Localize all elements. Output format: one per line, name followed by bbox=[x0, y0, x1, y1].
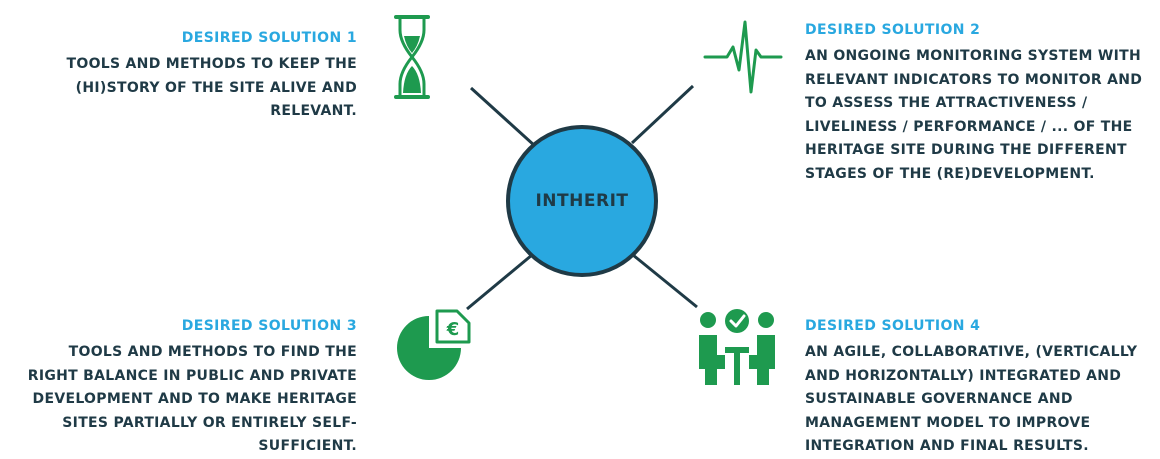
solution-3-text: TOOLS AND METHODS TO FIND THE RIGHT BALA… bbox=[0, 341, 357, 459]
solution-4-heading: DESIRED SOLUTION 4 bbox=[805, 318, 981, 334]
solution-1-line: RELEVANT. bbox=[270, 103, 357, 119]
solution-1-text: TOOLS AND METHODS TO KEEP THE (HI)STORY … bbox=[37, 53, 357, 124]
solution-2-line: AN ONGOING MONITORING SYSTEM WITH bbox=[805, 48, 1142, 64]
solution-3-block: DESIRED SOLUTION 3 TOOLS AND METHODS TO … bbox=[0, 317, 357, 459]
solution-4-line: INTEGRATION AND FINAL RESULTS. bbox=[805, 438, 1089, 454]
solution-1-line: (HI)STORY OF THE SITE ALIVE AND bbox=[75, 79, 357, 96]
solution-3-line: TOOLS AND METHODS TO FIND THE bbox=[68, 344, 357, 360]
solution-4-line: AND HORIZONTALLY) INTEGRATED AND bbox=[805, 367, 1122, 384]
svg-text:€: € bbox=[446, 319, 460, 340]
solution-2-block: DESIRED SOLUTION 2 AN ONGOING MONITORING… bbox=[805, 21, 1155, 186]
solution-2-line: HERITAGE SITE DURING THE DIFFERENT bbox=[805, 142, 1127, 158]
hub-label: INTHERIT bbox=[535, 191, 629, 211]
solution-4-line: SUSTAINABLE GOVERNANCE AND bbox=[805, 391, 1073, 407]
solution-4-block: DESIRED SOLUTION 4 AN AGILE, COLLABORATI… bbox=[805, 317, 1155, 459]
solution-1-heading: DESIRED SOLUTION 1 bbox=[181, 30, 357, 46]
solution-3-line: SUFFICIENT. bbox=[258, 438, 357, 454]
solution-2-line: TO ASSESS THE ATTRACTIVENESS / bbox=[805, 95, 1088, 111]
connector-line-1 bbox=[469, 86, 537, 148]
solution-2-line: STAGES OF THE (RE)DEVELOPMENT. bbox=[805, 165, 1095, 182]
heartbeat-icon bbox=[703, 20, 783, 94]
solution-2-line: RELEVANT INDICATORS TO MONITOR AND bbox=[805, 71, 1143, 88]
team-meeting-icon bbox=[699, 309, 775, 385]
solution-1-block: DESIRED SOLUTION 1 TOOLS AND METHODS TO … bbox=[37, 29, 357, 124]
solution-2-line: LIVELINESS / PERFORMANCE / ... OF THE bbox=[805, 118, 1133, 135]
euro-pie-chart-icon: € bbox=[397, 309, 471, 380]
solution-4-text: AN AGILE, COLLABORATIVE, (VERTICALLY AND… bbox=[805, 341, 1155, 459]
solution-2-heading: DESIRED SOLUTION 2 bbox=[805, 22, 981, 38]
hub-circle: INTHERIT bbox=[506, 125, 658, 277]
solution-3-line: SITES PARTIALLY OR ENTIRELY SELF- bbox=[62, 414, 357, 431]
solution-3-line: RIGHT BALANCE IN PUBLIC AND PRIVATE bbox=[27, 367, 357, 384]
solution-4-line: AN AGILE, COLLABORATIVE, (VERTICALLY bbox=[805, 344, 1138, 360]
connector-line-4 bbox=[632, 253, 698, 309]
solution-2-text: AN ONGOING MONITORING SYSTEM WITH RELEVA… bbox=[805, 45, 1155, 186]
connector-line-2 bbox=[630, 84, 695, 145]
solution-3-heading: DESIRED SOLUTION 3 bbox=[181, 318, 357, 334]
connector-line-3 bbox=[466, 253, 533, 311]
solution-1-line: TOOLS AND METHODS TO KEEP THE bbox=[66, 56, 357, 72]
solution-3-line: DEVELOPMENT AND TO MAKE HERITAGE bbox=[32, 391, 357, 407]
solution-4-line: MANAGEMENT MODEL TO IMPROVE bbox=[805, 414, 1091, 431]
hourglass-icon bbox=[394, 15, 430, 99]
